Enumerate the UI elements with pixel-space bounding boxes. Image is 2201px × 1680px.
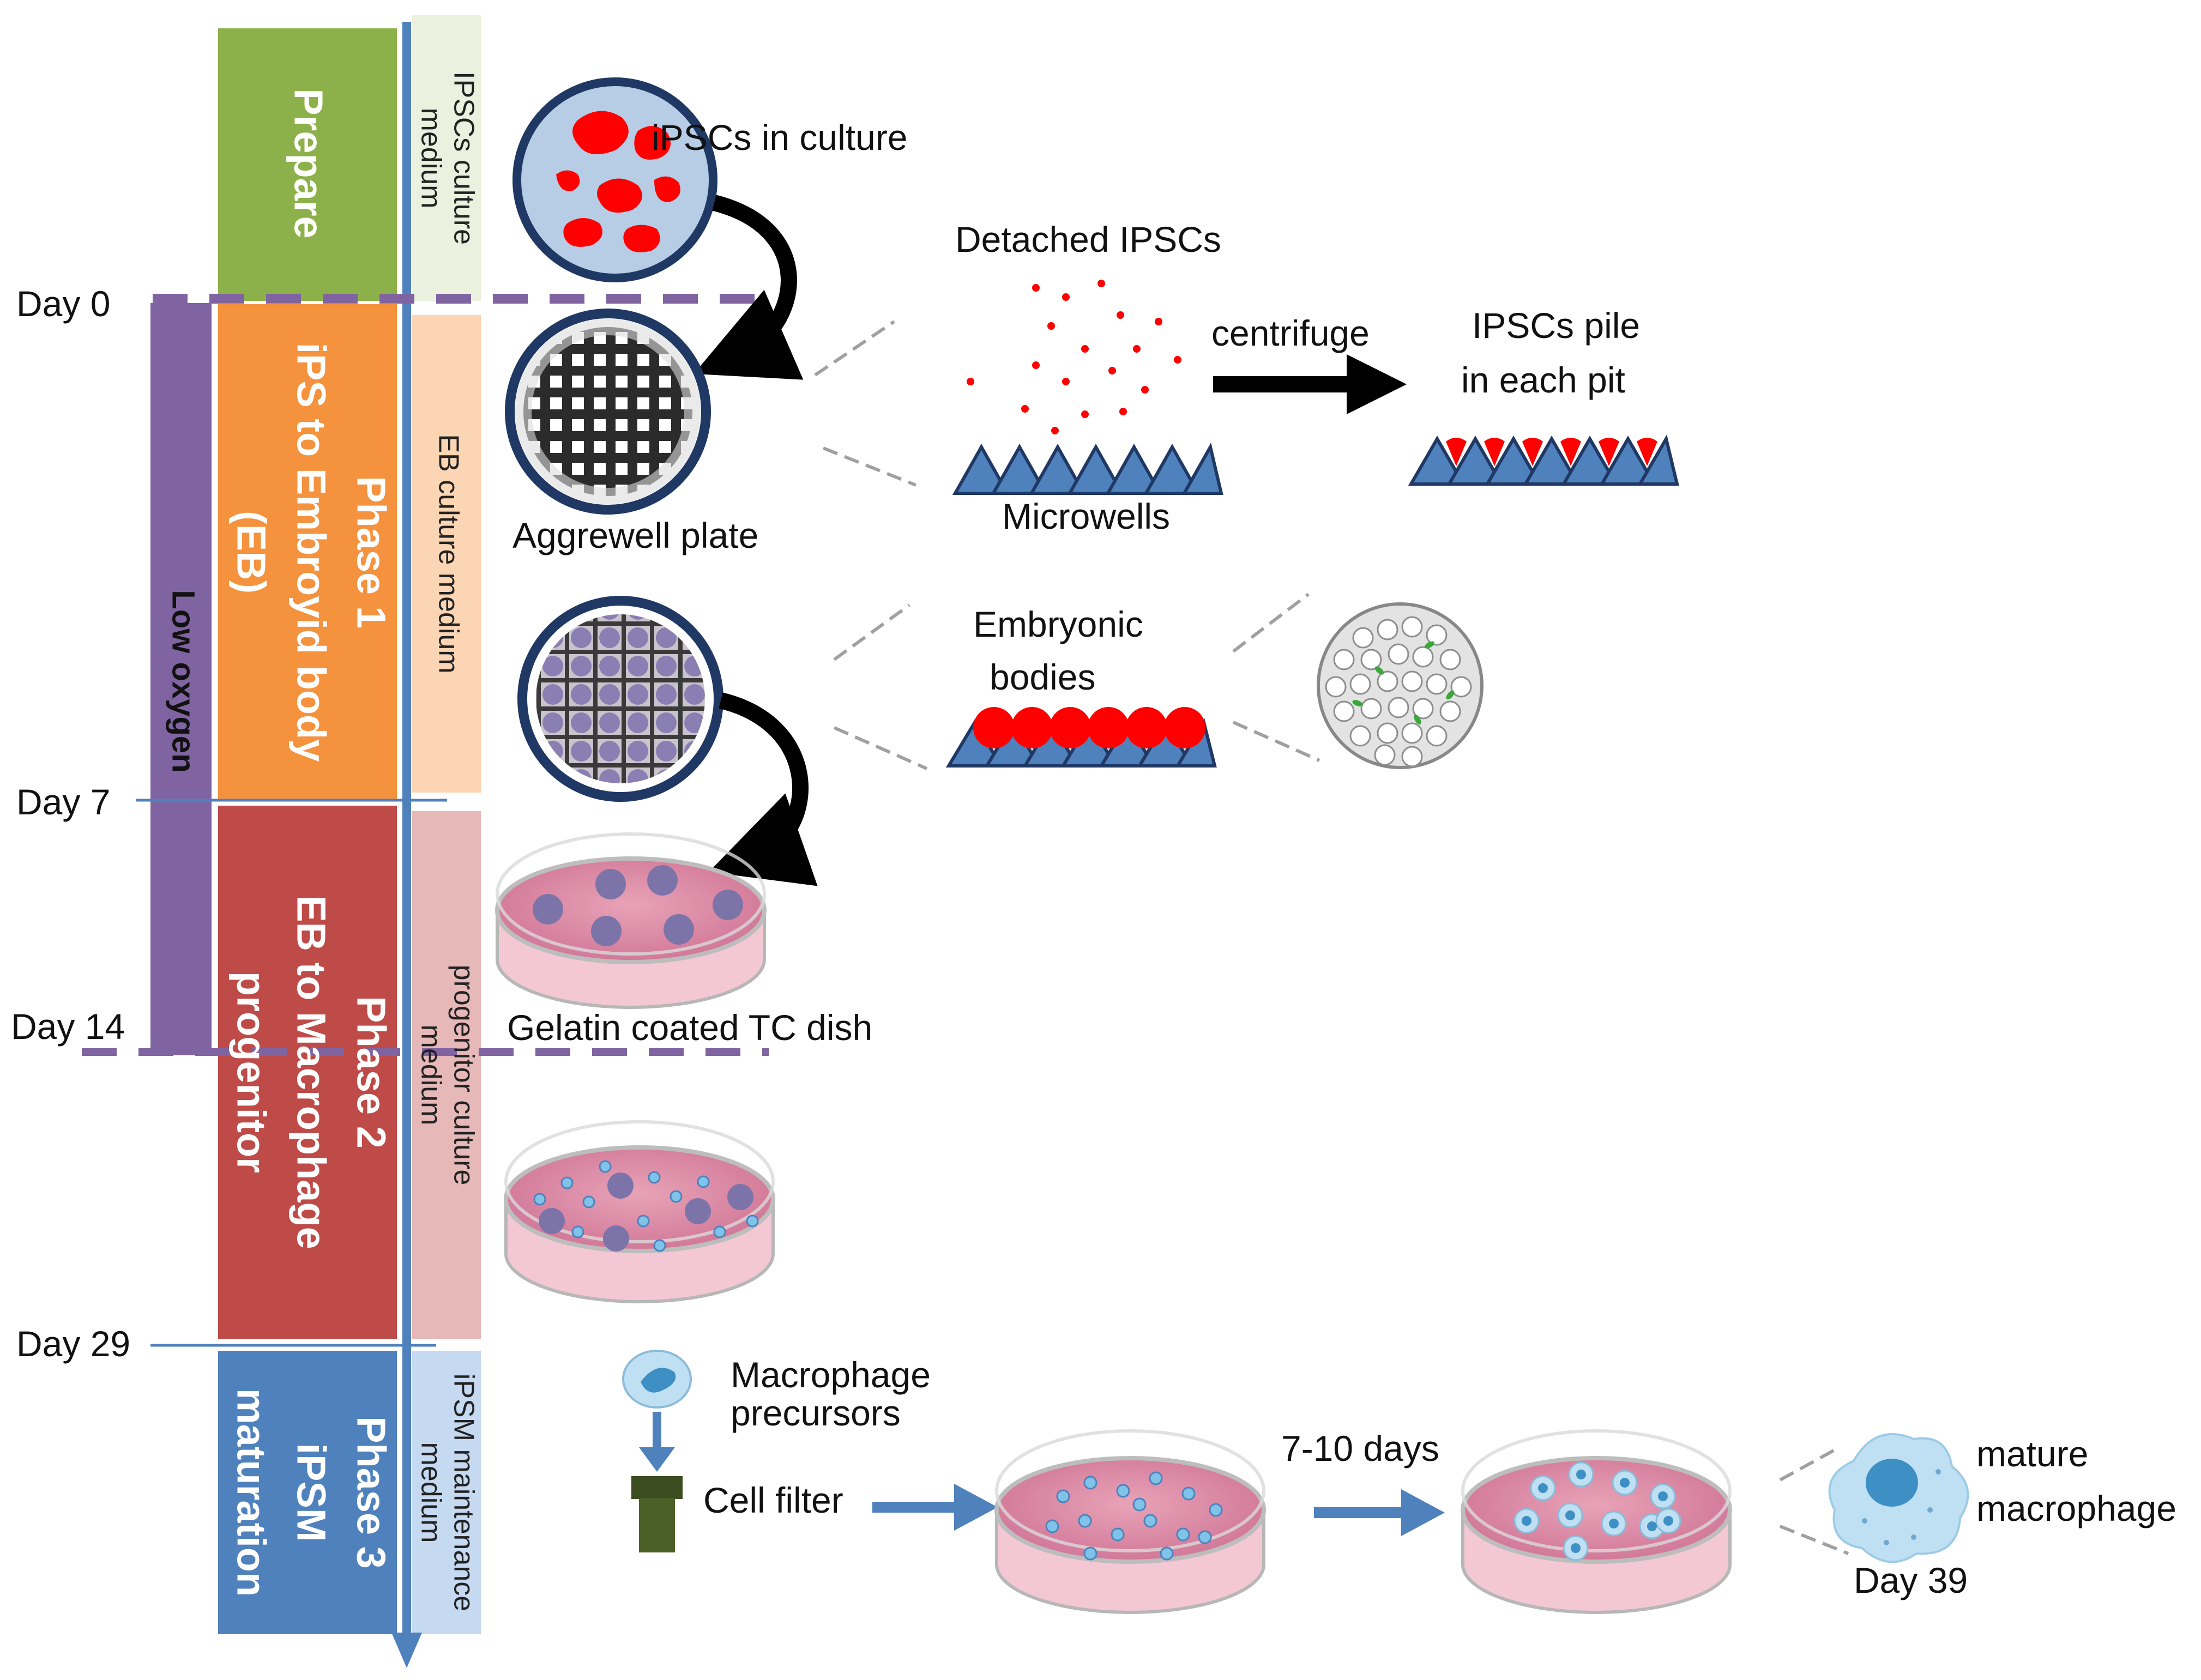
mature-macrophage-label: mature (1976, 1434, 2088, 1474)
aggrewell-plate-icon (505, 309, 711, 515)
low-oxygen-bar (150, 303, 212, 1055)
macrophage-precursor-icon (622, 1350, 692, 1409)
ipsc-medium-label-2: medium (415, 108, 447, 209)
ipscs-pile-label-2: in each pit (1461, 360, 1625, 400)
cell-filter-label: Cell filter (703, 1480, 843, 1520)
day29-label: Day 29 (16, 1324, 130, 1364)
zoom-line-top (814, 320, 895, 377)
seven-ten-days-label: 7-10 days (1281, 1428, 1439, 1469)
precursor-to-filter-arrow-head (639, 1447, 675, 1472)
days-arrow-head (1401, 1489, 1445, 1536)
progenitor-medium-label: progenitor culture (448, 965, 479, 1186)
phase2-title: Phase 2 (348, 996, 394, 1149)
eb-sphere-icon (1317, 602, 1484, 769)
detached-ipscs-label: Detached IPSCs (955, 219, 1221, 259)
maturation-dish-start-icon (994, 1429, 1266, 1614)
eb-zoom-line-bottom (833, 726, 928, 770)
gelatin-dish-icon (495, 832, 767, 1009)
cell-filter-icon (631, 1476, 683, 1552)
progenitor-medium-label-2: medium (415, 1025, 447, 1126)
ipsm-medium-label: iPSM maintenance (448, 1374, 479, 1611)
day7-label: Day 7 (16, 782, 110, 822)
eb-plate-icon (517, 596, 723, 802)
embryonic-bodies-label: Embryonic (973, 604, 1143, 644)
ipsc-culture-plate-icon (512, 77, 717, 282)
centrifuge-arrow-head (1347, 354, 1407, 414)
progenitor-dish-icon (504, 1120, 775, 1303)
sphere-zoom-line-bottom (1232, 721, 1320, 762)
prepare-label: Prepare (286, 88, 331, 239)
sphere-zoom-line-top (1232, 593, 1310, 653)
phase2-block (218, 806, 397, 1339)
phase1-title: Phase 1 (348, 476, 394, 629)
prepare-block (218, 28, 397, 301)
ipsc-medium-block (412, 15, 481, 301)
mature-macrophage-label-2: macrophage (1976, 1488, 2176, 1528)
phase1-block (218, 304, 397, 800)
eb-zoom-line-top (833, 603, 910, 661)
phase3-desc-maturation: maturation (228, 1388, 274, 1597)
curved-arrow-to-dish (709, 692, 818, 886)
ipsm-medium-label-2: medium (415, 1442, 447, 1543)
eb-medium-block (412, 315, 481, 793)
macrophage-zoom-line-top (1779, 1448, 1836, 1482)
maturation-dish-end-icon (1461, 1429, 1732, 1614)
filter-to-dish-arrow-head (954, 1484, 998, 1531)
mature-macrophage-icon (1828, 1433, 1969, 1563)
day14-label: Day 14 (11, 1006, 125, 1047)
day39-label: Day 39 (1854, 1560, 1968, 1600)
detached-cells (967, 280, 1181, 434)
zoom-line-bottom (822, 446, 917, 487)
ipsm-medium-block (412, 1351, 481, 1634)
phase1-desc-eb: (EB) (228, 511, 274, 594)
ipscs-pile-label: IPSCs pile (1472, 305, 1640, 346)
curved-arrow-to-aggrewell (694, 195, 804, 380)
microwells-label: Microwells (1002, 496, 1170, 536)
macrophage-precursors-label: Macrophage (731, 1355, 931, 1395)
phase3-title: Phase 3 (348, 1416, 394, 1569)
low-oxygen-label: Low oxygen (166, 590, 201, 772)
microwells-icon (952, 442, 1223, 495)
ipscs-pile-microwells-icon (1408, 434, 1679, 486)
embryonic-bodies-label-2: bodies (990, 657, 1096, 697)
day0-label: Day 0 (16, 283, 110, 324)
ipscs-in-culture-label: iPSCs in culture (652, 117, 908, 158)
phase3-block (218, 1351, 397, 1634)
phase2-desc: EB to Macrophage (288, 895, 334, 1249)
timeline-arrow-head (391, 1633, 422, 1668)
phase1-desc: iPS to Embroyid body (288, 343, 334, 762)
phase2-desc-progenitor: progenitor (228, 971, 274, 1173)
macrophage-precursors-label-2: precursors (731, 1393, 901, 1433)
phase3-desc: iPSM (288, 1443, 334, 1542)
centrifuge-label: centrifuge (1211, 313, 1370, 353)
macrophage-zoom-line-bottom (1779, 1525, 1849, 1555)
eb-medium-label: EB culture medium (432, 434, 464, 673)
embryonic-bodies-microwells-icon (945, 707, 1217, 768)
ipsc-medium-label: IPSCs culture (448, 71, 479, 245)
progenitor-medium-block (412, 811, 481, 1339)
gelatin-dish-label: Gelatin coated TC dish (507, 1007, 872, 1048)
aggrewell-plate-label: Aggrewell plate (512, 515, 758, 555)
